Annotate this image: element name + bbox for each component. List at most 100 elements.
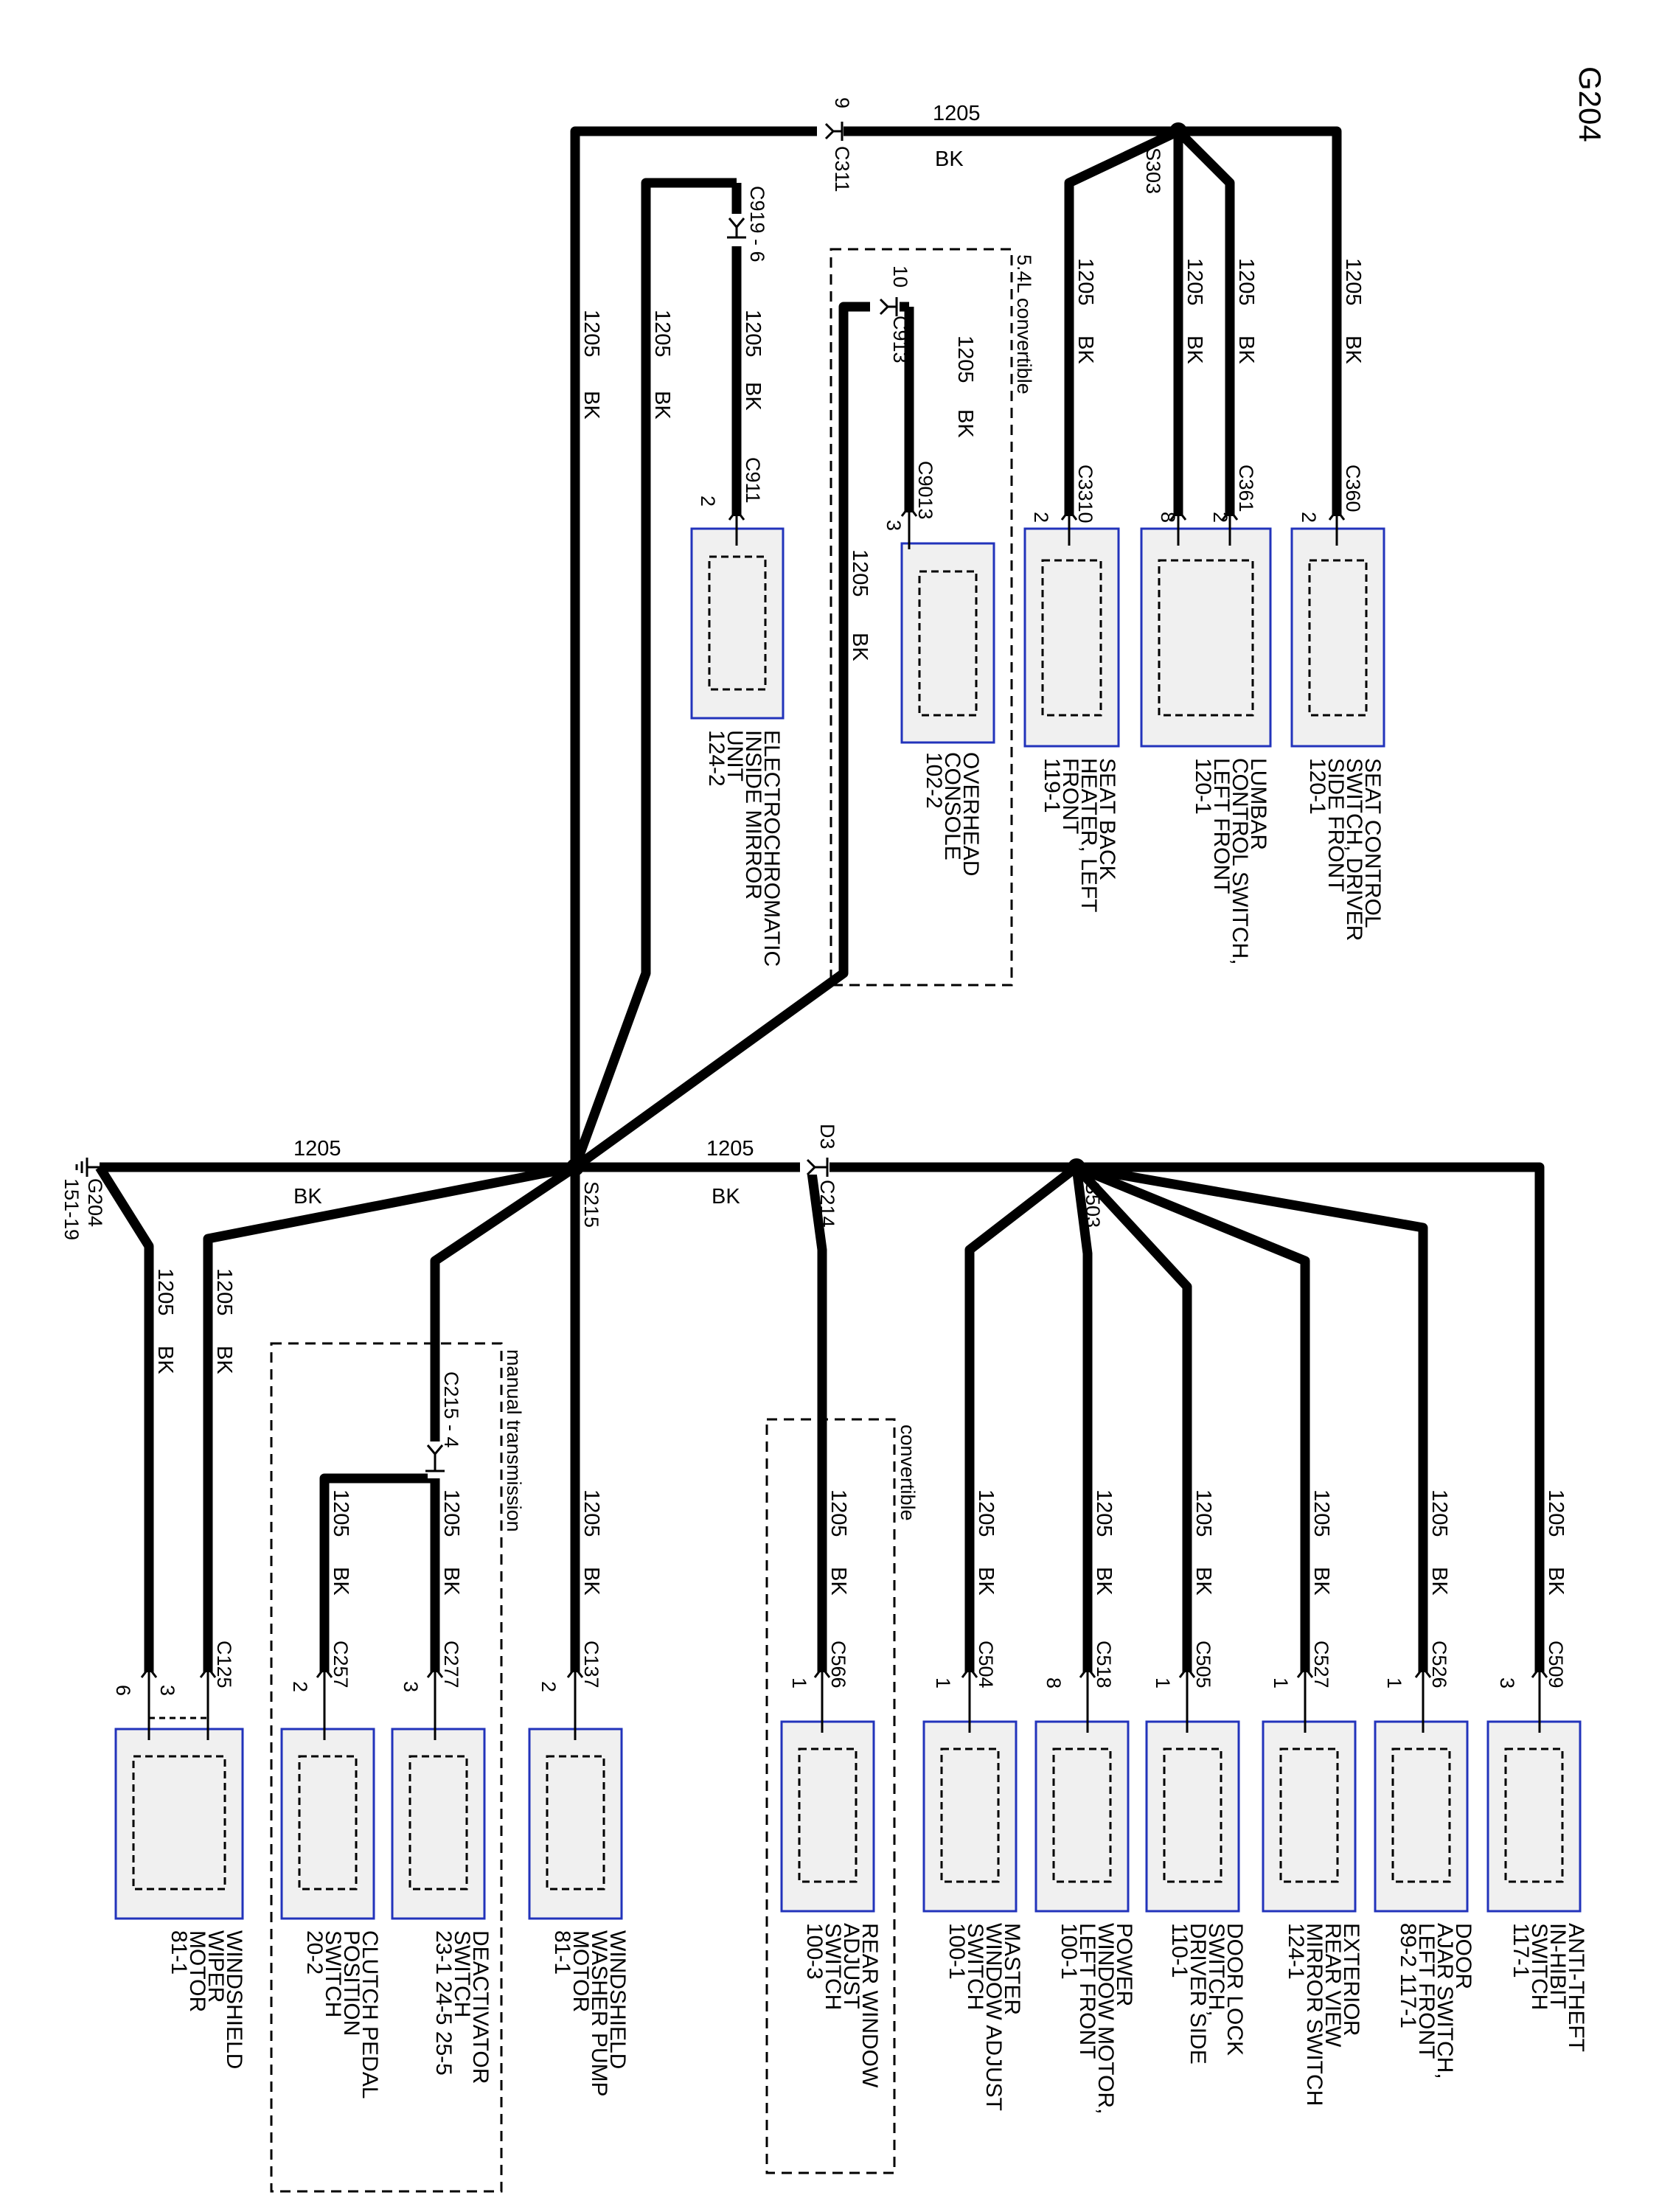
- wire-top-main: [95, 126, 1545, 1672]
- connector-labels: S303 S215 S503 9 C311 C919 - 6 10 C913 D…: [60, 97, 1164, 1532]
- component-boxes-top: [690, 527, 1385, 748]
- wire-circuit-label: 1205: [848, 549, 872, 597]
- pin-number: 2: [1030, 512, 1052, 523]
- component-rear-window-line: ADJUST: [839, 1923, 863, 2009]
- component-rear-window-line: SWITCH: [821, 1923, 845, 2010]
- wire-circuit-label: 1205: [974, 1489, 998, 1537]
- wire-color-label: BK: [153, 1346, 177, 1374]
- connector-c9013: C9013: [914, 461, 936, 520]
- connector-c361: C361: [1235, 465, 1257, 512]
- wire-circuit-label: 1205: [580, 1489, 603, 1537]
- component-seat-control-line: SIDE FRONT: [1324, 758, 1348, 892]
- component-washer-pump-line: WASHER PUMP: [587, 1930, 611, 2097]
- wire-circuit-label: 1205: [741, 310, 765, 358]
- component-ext-mirror-line: MIRROR SWITCH: [1302, 1923, 1326, 2106]
- wire-color-label: BK: [1341, 335, 1365, 364]
- wire-color-label: BK: [1183, 335, 1206, 364]
- ground-symbol: [75, 1158, 100, 1177]
- component-master-window-line: SWITCH: [963, 1923, 987, 2010]
- splice-s215-dot: [566, 1158, 584, 1176]
- wire-circuit-label: 1205: [293, 1137, 341, 1161]
- wire-circuit-label: 1205: [706, 1137, 754, 1161]
- component-clutch-line: SWITCH: [321, 1930, 345, 2017]
- wire-color-label: BK: [212, 1346, 236, 1374]
- wire-color-label: BK: [974, 1567, 998, 1596]
- component-washer-pump-line: WINDSHIELD: [605, 1930, 630, 2069]
- connector-c518: C518: [1093, 1641, 1115, 1688]
- wire-circuit-label: 1205: [1092, 1489, 1116, 1537]
- component-overhead-console-line: 102-2: [922, 752, 946, 809]
- wire-circuit-label: 1205: [1544, 1489, 1568, 1537]
- splice-s303-dot: [1169, 122, 1187, 140]
- wire-color-label: BK: [580, 391, 603, 420]
- component-ec-mirror-line: ELECTROCHROMATIC: [759, 730, 784, 967]
- wire-color-label: BK: [439, 1567, 463, 1596]
- wire-color-label: BK: [827, 1567, 850, 1596]
- wire-circuit-label: 1205: [153, 1268, 177, 1316]
- ground-ref: 151-19: [60, 1178, 83, 1240]
- component-door-ajar-line: LEFT FRONT: [1414, 1923, 1439, 2059]
- pin-number: 2: [538, 1681, 560, 1692]
- splice-label-s215: S215: [580, 1181, 602, 1228]
- wire-color-label: BK: [1092, 1567, 1116, 1596]
- connector-c311-pin: 9: [831, 97, 853, 108]
- component-boxes-bottom: [114, 1720, 1582, 1920]
- connector-c505: C505: [1192, 1641, 1214, 1688]
- component-ec-mirror-line: INSIDE MIRROR: [741, 730, 765, 900]
- component-seat-control-line: SWITCH, DRIVER: [1342, 758, 1366, 941]
- wire-color-label: BK: [650, 391, 674, 420]
- splice-dots: [566, 122, 1187, 1176]
- component-wiper-motor-line: MOTOR: [185, 1930, 209, 2012]
- pin-number: 2: [697, 495, 719, 507]
- component-lumbar-line: CONTROL SWITCH,: [1228, 758, 1252, 965]
- component-power-window-line: WINDOW MOTOR,: [1093, 1923, 1118, 2114]
- wire-circuit-label: 1205: [1234, 258, 1258, 306]
- wire-circuit-label: 1205: [933, 102, 981, 125]
- connector-c257: C257: [330, 1641, 352, 1688]
- page-id: G204: [1573, 66, 1607, 142]
- splice-label-s303: S303: [1142, 147, 1164, 194]
- group-label-manual-transmission: manual transmission: [503, 1349, 525, 1532]
- wire-circuit-label: 1205: [329, 1489, 352, 1537]
- connector-c125: C125: [213, 1641, 235, 1688]
- component-wiper-motor-line: WINDSHIELD: [222, 1930, 246, 2069]
- component-overhead-console-line: CONSOLE: [940, 752, 964, 860]
- connector-c504: C504: [975, 1641, 997, 1688]
- pin-number: 2: [1298, 512, 1320, 523]
- pin-number: 8: [1043, 1677, 1065, 1688]
- component-lumbar-line: LEFT FRONT: [1209, 758, 1234, 894]
- pin-number: 8: [1157, 512, 1179, 523]
- bottom-component-pins: C509 3 C526 1 C527 1 C505 1 C518 8 C504 …: [112, 1641, 1567, 1696]
- component-seat-back-heater-line: HEATER, LEFT: [1077, 758, 1101, 912]
- wire-labels: 1205 BK 1205 BK 1205 BK 1205 BK 1205 BK …: [153, 102, 1568, 1596]
- connector-c3310: C3310: [1074, 465, 1096, 524]
- splice-label-s503: S503: [1082, 1181, 1104, 1228]
- component-master-window-line: 100-1: [945, 1923, 969, 1980]
- pin-number: 6: [112, 1685, 134, 1696]
- component-washer-pump-line: 81-1: [550, 1930, 574, 1975]
- wire-circuit-label: 1205: [1192, 1489, 1215, 1537]
- wire-color-label: BK: [1427, 1567, 1451, 1596]
- component-master-window-line: MASTER: [1000, 1923, 1024, 2015]
- component-power-window-line: 100-1: [1057, 1923, 1081, 1980]
- connector-c913-pin: 10: [889, 265, 911, 288]
- component-power-window-line: POWER: [1112, 1923, 1136, 2006]
- wire-circuit-label: 1205: [1183, 258, 1206, 306]
- component-seat-back-heater-line: FRONT: [1058, 758, 1082, 834]
- wire-color-label: BK: [848, 633, 872, 661]
- component-anti-theft-line: 117-1: [1509, 1923, 1533, 1978]
- component-clutch-line: POSITION: [339, 1930, 364, 2036]
- connector-c214: C214: [816, 1180, 838, 1228]
- component-anti-theft-line: IN-HIBIT: [1545, 1923, 1570, 2009]
- inline-connector-symbols: [425, 122, 898, 1472]
- component-master-window-line: WINDOW ADJUST: [981, 1923, 1006, 2111]
- component-door-lock-line: DRIVER SIDE: [1186, 1923, 1210, 2065]
- component-seat-back-heater-line: SEAT BACK: [1095, 758, 1119, 880]
- component-deactivator-line: DEACTIVATOR: [468, 1930, 493, 2084]
- pin-number: 2: [1209, 512, 1231, 523]
- wire-color-label: BK: [953, 409, 977, 438]
- connector-c360: C360: [1342, 465, 1364, 512]
- wire-circuit-label: 1205: [439, 1489, 463, 1537]
- wire-circuit-label: 1205: [1427, 1489, 1451, 1537]
